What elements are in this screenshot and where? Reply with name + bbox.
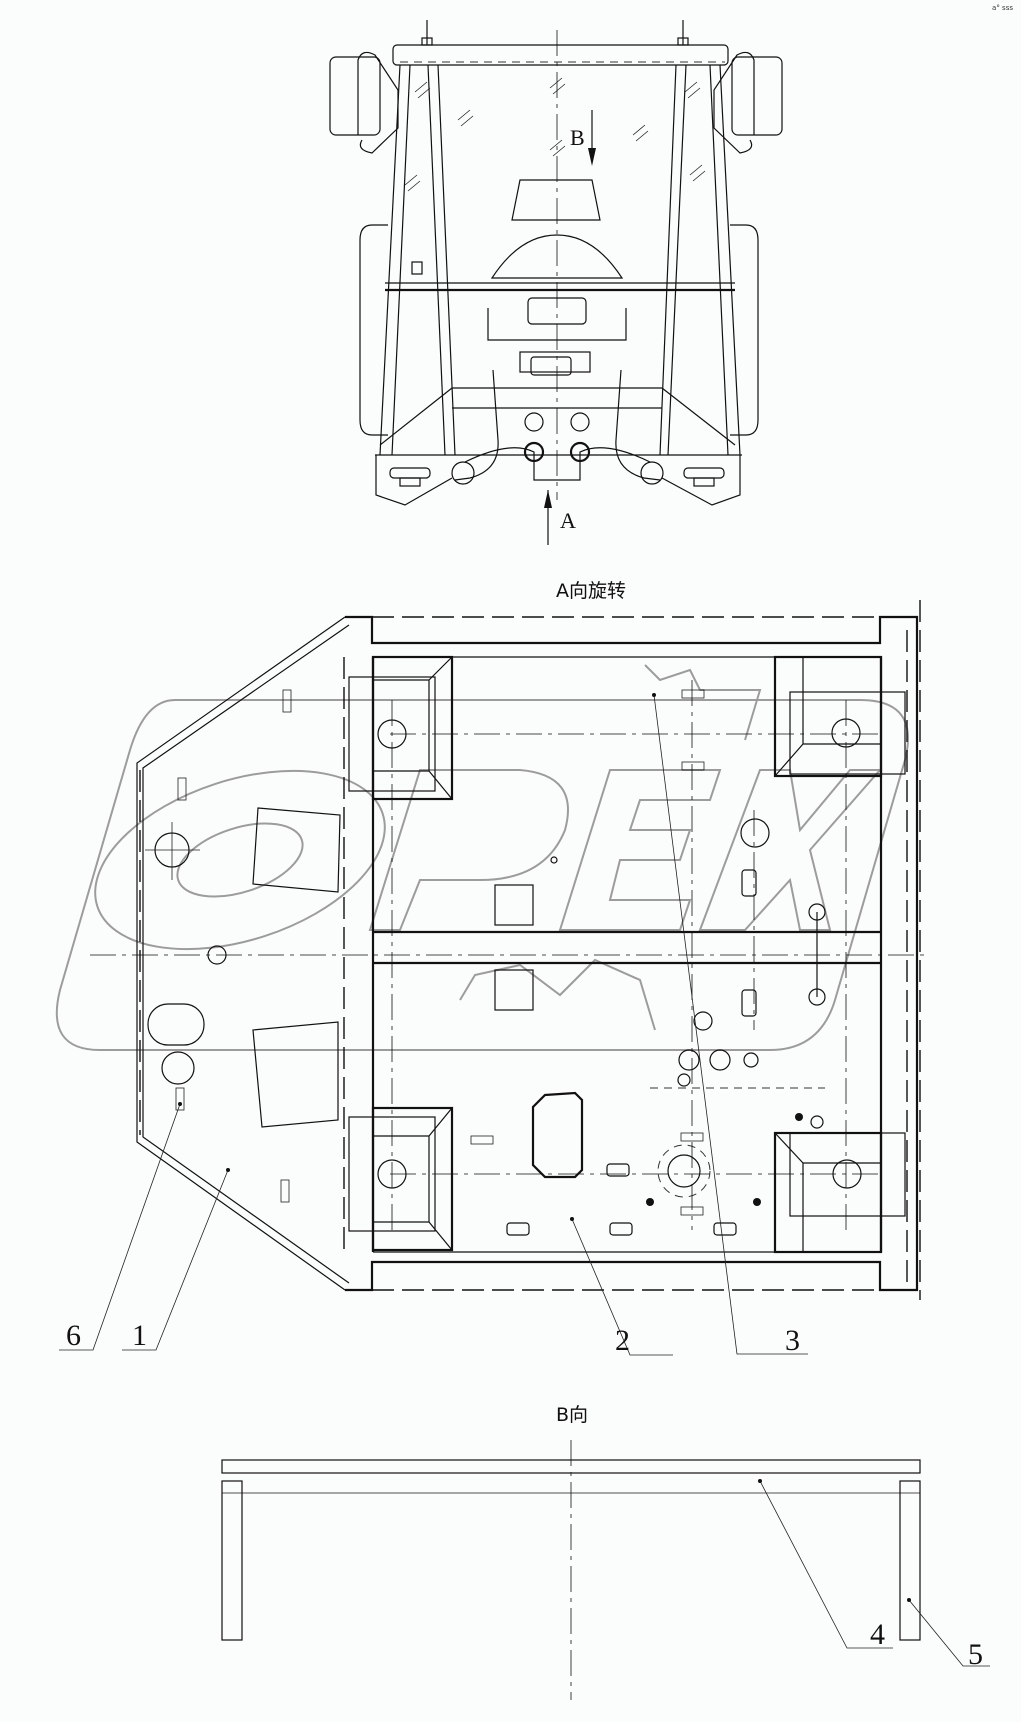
callout-labels: 6 1 2 3 4 5 bbox=[66, 1319, 983, 1671]
view-arrow-a-label: A bbox=[560, 508, 576, 533]
callout-3: 3 bbox=[785, 1324, 800, 1357]
callout-5: 5 bbox=[968, 1638, 983, 1671]
callout-2: 2 bbox=[615, 1324, 630, 1357]
b-view-title: B向 bbox=[556, 1404, 588, 1426]
callout-1: 1 bbox=[132, 1319, 147, 1352]
plan-view bbox=[90, 600, 930, 1300]
left-mirror bbox=[329, 56, 381, 136]
callout-6: 6 bbox=[66, 1319, 81, 1352]
watermark-opex bbox=[55, 664, 909, 1051]
view-arrow-b-label: B bbox=[570, 125, 585, 150]
right-mirror bbox=[731, 56, 783, 136]
callout-4: 4 bbox=[870, 1618, 885, 1651]
b-view bbox=[221, 1440, 921, 1700]
top-view-cab: B A bbox=[329, 20, 783, 545]
callout-leaders bbox=[59, 693, 990, 1667]
plan-view-title: A向旋转 bbox=[556, 580, 626, 602]
corner-mark: a° sss bbox=[992, 4, 1013, 12]
